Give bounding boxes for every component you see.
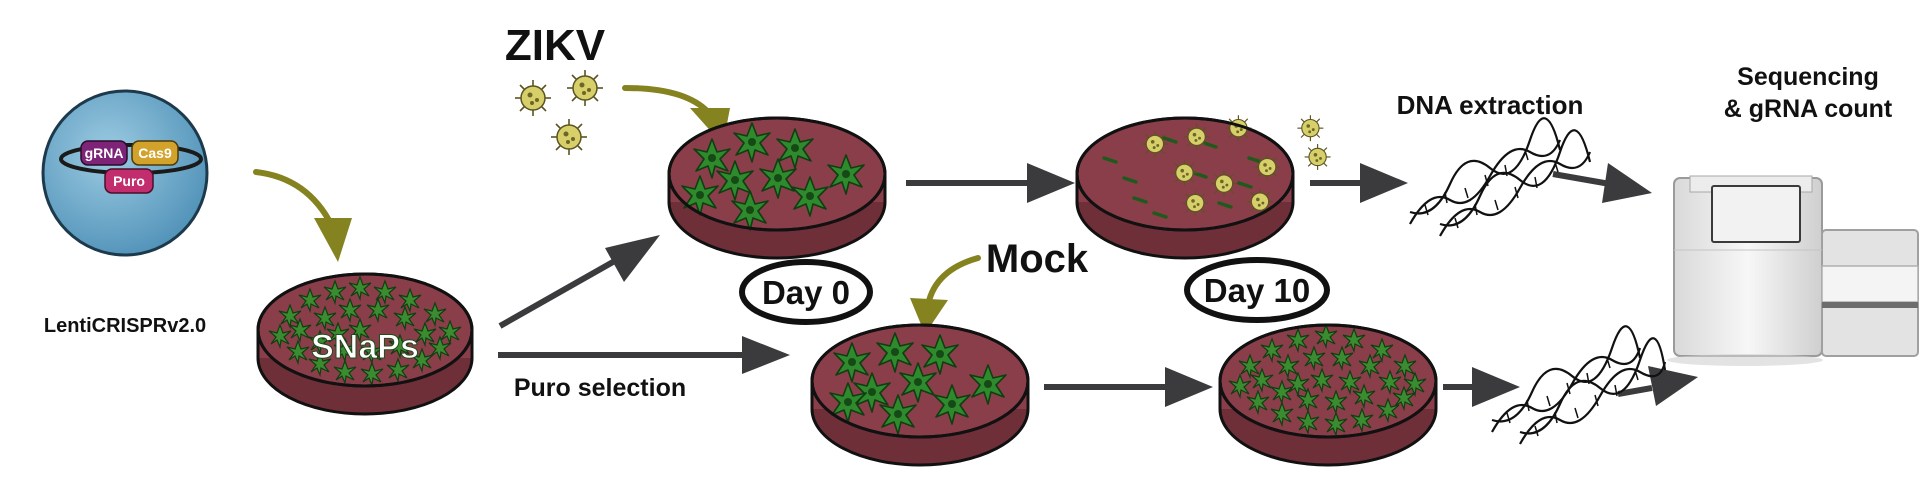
mock-day10-dish — [1218, 323, 1438, 467]
flow-arrows — [498, 163, 1698, 407]
zika-virus-icon — [550, 118, 588, 156]
arrow-to-dna-bottom — [1443, 367, 1520, 407]
day10-timepoint: Day 10 — [1184, 257, 1330, 323]
zikv-day0-dish — [667, 116, 887, 260]
arrow-dna-to-sequencer-bottom — [1617, 366, 1698, 406]
day0-timepoint: Day 0 — [739, 259, 873, 325]
sequencing-label-line2: & gRNA count — [1724, 95, 1893, 123]
day0-label: Day 0 — [762, 274, 850, 311]
dna-helix-top-icon — [1409, 117, 1592, 237]
transduction-arrow — [253, 169, 352, 262]
arrow-puro-selection — [498, 336, 790, 374]
zikv-day10-dish — [1075, 114, 1332, 260]
puro-selection-label: Puro selection — [514, 374, 686, 402]
dna-helix-bottom-icon — [1491, 325, 1667, 445]
dna-extraction-label: DNA extraction — [1397, 90, 1584, 120]
snaps-label: SNaPs — [311, 328, 419, 366]
arrow-dna-to-sequencer-top — [1552, 163, 1652, 203]
day10-label: Day 10 — [1204, 272, 1310, 309]
arrow-mock-to-day10 — [1044, 367, 1213, 407]
mock-day0-dish — [810, 323, 1030, 467]
lentivirus-label: LentiCRISPRv2.0 — [44, 315, 206, 337]
mock-label: Mock — [986, 237, 1089, 281]
zikv-label: ZIKV — [505, 21, 606, 70]
zika-virus-icon — [514, 79, 552, 117]
cassette-puro-label: Puro — [113, 173, 145, 189]
cassette-grna-label: gRNA — [85, 145, 124, 161]
zika-virus-icon — [566, 69, 604, 107]
lentivirus-particle: gRNA Cas9 Puro — [41, 89, 209, 257]
sequencing-label-line1: Sequencing — [1737, 63, 1879, 91]
arrow-zikv-to-day10 — [906, 163, 1075, 203]
snaps-dish — [256, 272, 474, 416]
arrow-to-zikv-dish — [498, 235, 660, 329]
zikv-particles — [514, 69, 604, 156]
sequencer-instrument-icon — [1667, 175, 1919, 366]
arrow-to-dna-top — [1310, 163, 1408, 203]
cassette-cas9-label: Cas9 — [138, 145, 172, 161]
mock-arrow — [910, 255, 981, 334]
